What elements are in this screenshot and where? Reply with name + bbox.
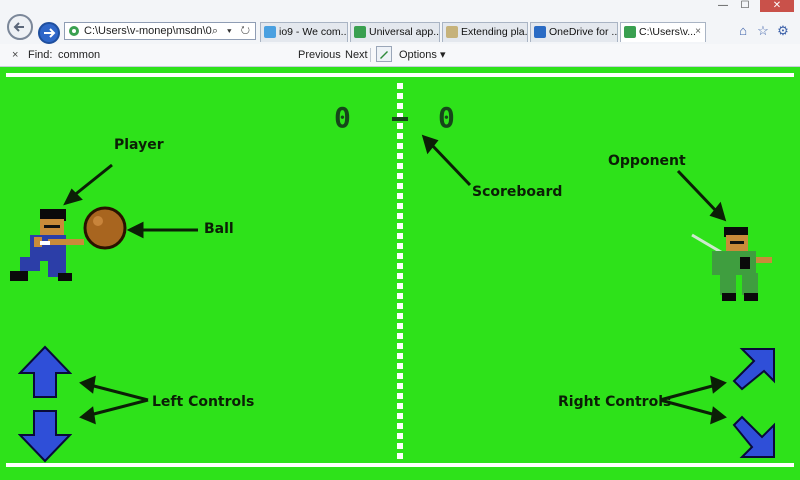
browser-chrome: C:\Users\v-monep\msdn\01-C ⌕ ▾ ↻ io9 - W… <box>0 0 800 45</box>
address-bar[interactable]: C:\Users\v-monep\msdn\01-C ⌕ ▾ ↻ <box>64 22 256 40</box>
label-right-controls: Right Controls <box>558 394 672 410</box>
right-down-diagonal-arrow-button[interactable] <box>730 415 776 459</box>
right-controls-arrowhead-bottom <box>710 406 727 425</box>
tab-close-button[interactable]: × <box>695 26 701 37</box>
down-arrow-icon <box>18 410 72 463</box>
back-button[interactable] <box>7 14 33 40</box>
left-controls-arrowhead-top <box>79 375 96 394</box>
player-callout-arrowhead <box>63 188 83 206</box>
find-input[interactable]: common <box>58 49 101 61</box>
find-next-button[interactable]: Next <box>345 49 368 61</box>
tab-label: Universal app... <box>369 26 440 38</box>
player-sprite <box>10 209 84 281</box>
diagonal-up-right-arrow-icon <box>732 348 775 391</box>
tab-label: io9 - We com... <box>279 26 348 38</box>
right-up-diagonal-arrow-button[interactable] <box>730 347 776 391</box>
tab-favicon <box>624 26 636 38</box>
label-player: Player <box>114 137 164 153</box>
pen-icon <box>380 51 388 59</box>
tab-extending[interactable]: Extending pla... <box>442 22 528 42</box>
label-left-controls: Left Controls <box>152 394 255 410</box>
tab-io9[interactable]: io9 - We com... <box>260 22 348 42</box>
label-opponent: Opponent <box>608 153 686 169</box>
label-scoreboard: Scoreboard <box>472 184 563 200</box>
left-controls-arrowhead-bottom <box>79 406 96 425</box>
label-ball: Ball <box>204 221 234 237</box>
maximize-button[interactable]: ☐ <box>740 0 750 11</box>
game-field[interactable]: 0 0 Player Ball Opponent Scoreboard Left… <box>0 67 800 480</box>
tab-label: Extending pla... <box>461 26 528 38</box>
left-controls-arrow-top <box>89 383 149 402</box>
opponent-sprite <box>691 227 772 301</box>
tab-favicon <box>264 26 276 38</box>
gear-icon[interactable]: ⚙ <box>777 23 789 38</box>
score-left: 0 <box>334 101 351 134</box>
tab-onedrive[interactable]: OneDrive for ... <box>530 22 618 42</box>
tab-favicon <box>534 26 546 38</box>
back-arrow-icon <box>13 22 24 32</box>
left-controls-arrow-bottom <box>89 398 149 417</box>
tab-favicon <box>446 26 458 38</box>
opponent-callout-arrowhead <box>709 201 727 222</box>
scoreboard-callout-arrow <box>428 141 472 187</box>
left-down-arrow-button[interactable] <box>18 409 72 463</box>
right-controls-arrow-bottom <box>659 398 717 417</box>
address-tools[interactable]: ⌕ ▾ ↻ <box>211 25 253 37</box>
page-icon <box>69 26 79 36</box>
find-separator <box>370 48 371 62</box>
up-arrow-icon <box>18 345 72 398</box>
score-separator <box>392 117 408 121</box>
right-controls-arrowhead-top <box>710 375 727 394</box>
opponent-callout-arrow <box>676 169 720 215</box>
find-bar: × Find: common Previous Next Options ▾ <box>0 44 800 67</box>
forward-button[interactable] <box>38 22 60 44</box>
home-icon[interactable]: ⌂ <box>739 23 747 38</box>
top-boundary-line <box>6 73 794 77</box>
find-previous-button[interactable]: Previous <box>298 49 341 61</box>
star-icon[interactable]: ☆ <box>757 23 769 38</box>
close-window-button[interactable]: ✕ <box>760 0 794 12</box>
left-up-arrow-button[interactable] <box>18 345 72 399</box>
find-label: Find: <box>28 49 53 61</box>
tab-label: OneDrive for ... <box>549 26 618 38</box>
tab-universal-app[interactable]: Universal app... <box>350 22 440 42</box>
player-callout-arrow <box>71 163 113 199</box>
highlight-icon[interactable] <box>376 46 392 62</box>
diagonal-down-right-arrow-icon <box>732 415 775 458</box>
bottom-boundary-line <box>6 463 794 467</box>
find-options-button[interactable]: Options ▾ <box>399 49 446 61</box>
address-text: C:\Users\v-monep\msdn\01-C <box>84 25 212 37</box>
minimize-button[interactable]: — <box>718 0 728 11</box>
tab-favicon <box>354 26 366 38</box>
ball-sprite <box>83 206 127 250</box>
tab-active-local-file[interactable]: C:\Users\v... × <box>620 22 706 42</box>
find-close-button[interactable]: × <box>12 49 19 61</box>
tab-label: C:\Users\v... <box>639 26 696 38</box>
forward-arrow-icon <box>44 28 56 38</box>
ball-callout-arrowhead <box>126 221 144 239</box>
scoreboard-callout-arrowhead <box>421 134 439 155</box>
score-right: 0 <box>438 101 455 134</box>
right-controls-arrow-top <box>659 383 717 402</box>
game-graphics <box>10 83 772 459</box>
